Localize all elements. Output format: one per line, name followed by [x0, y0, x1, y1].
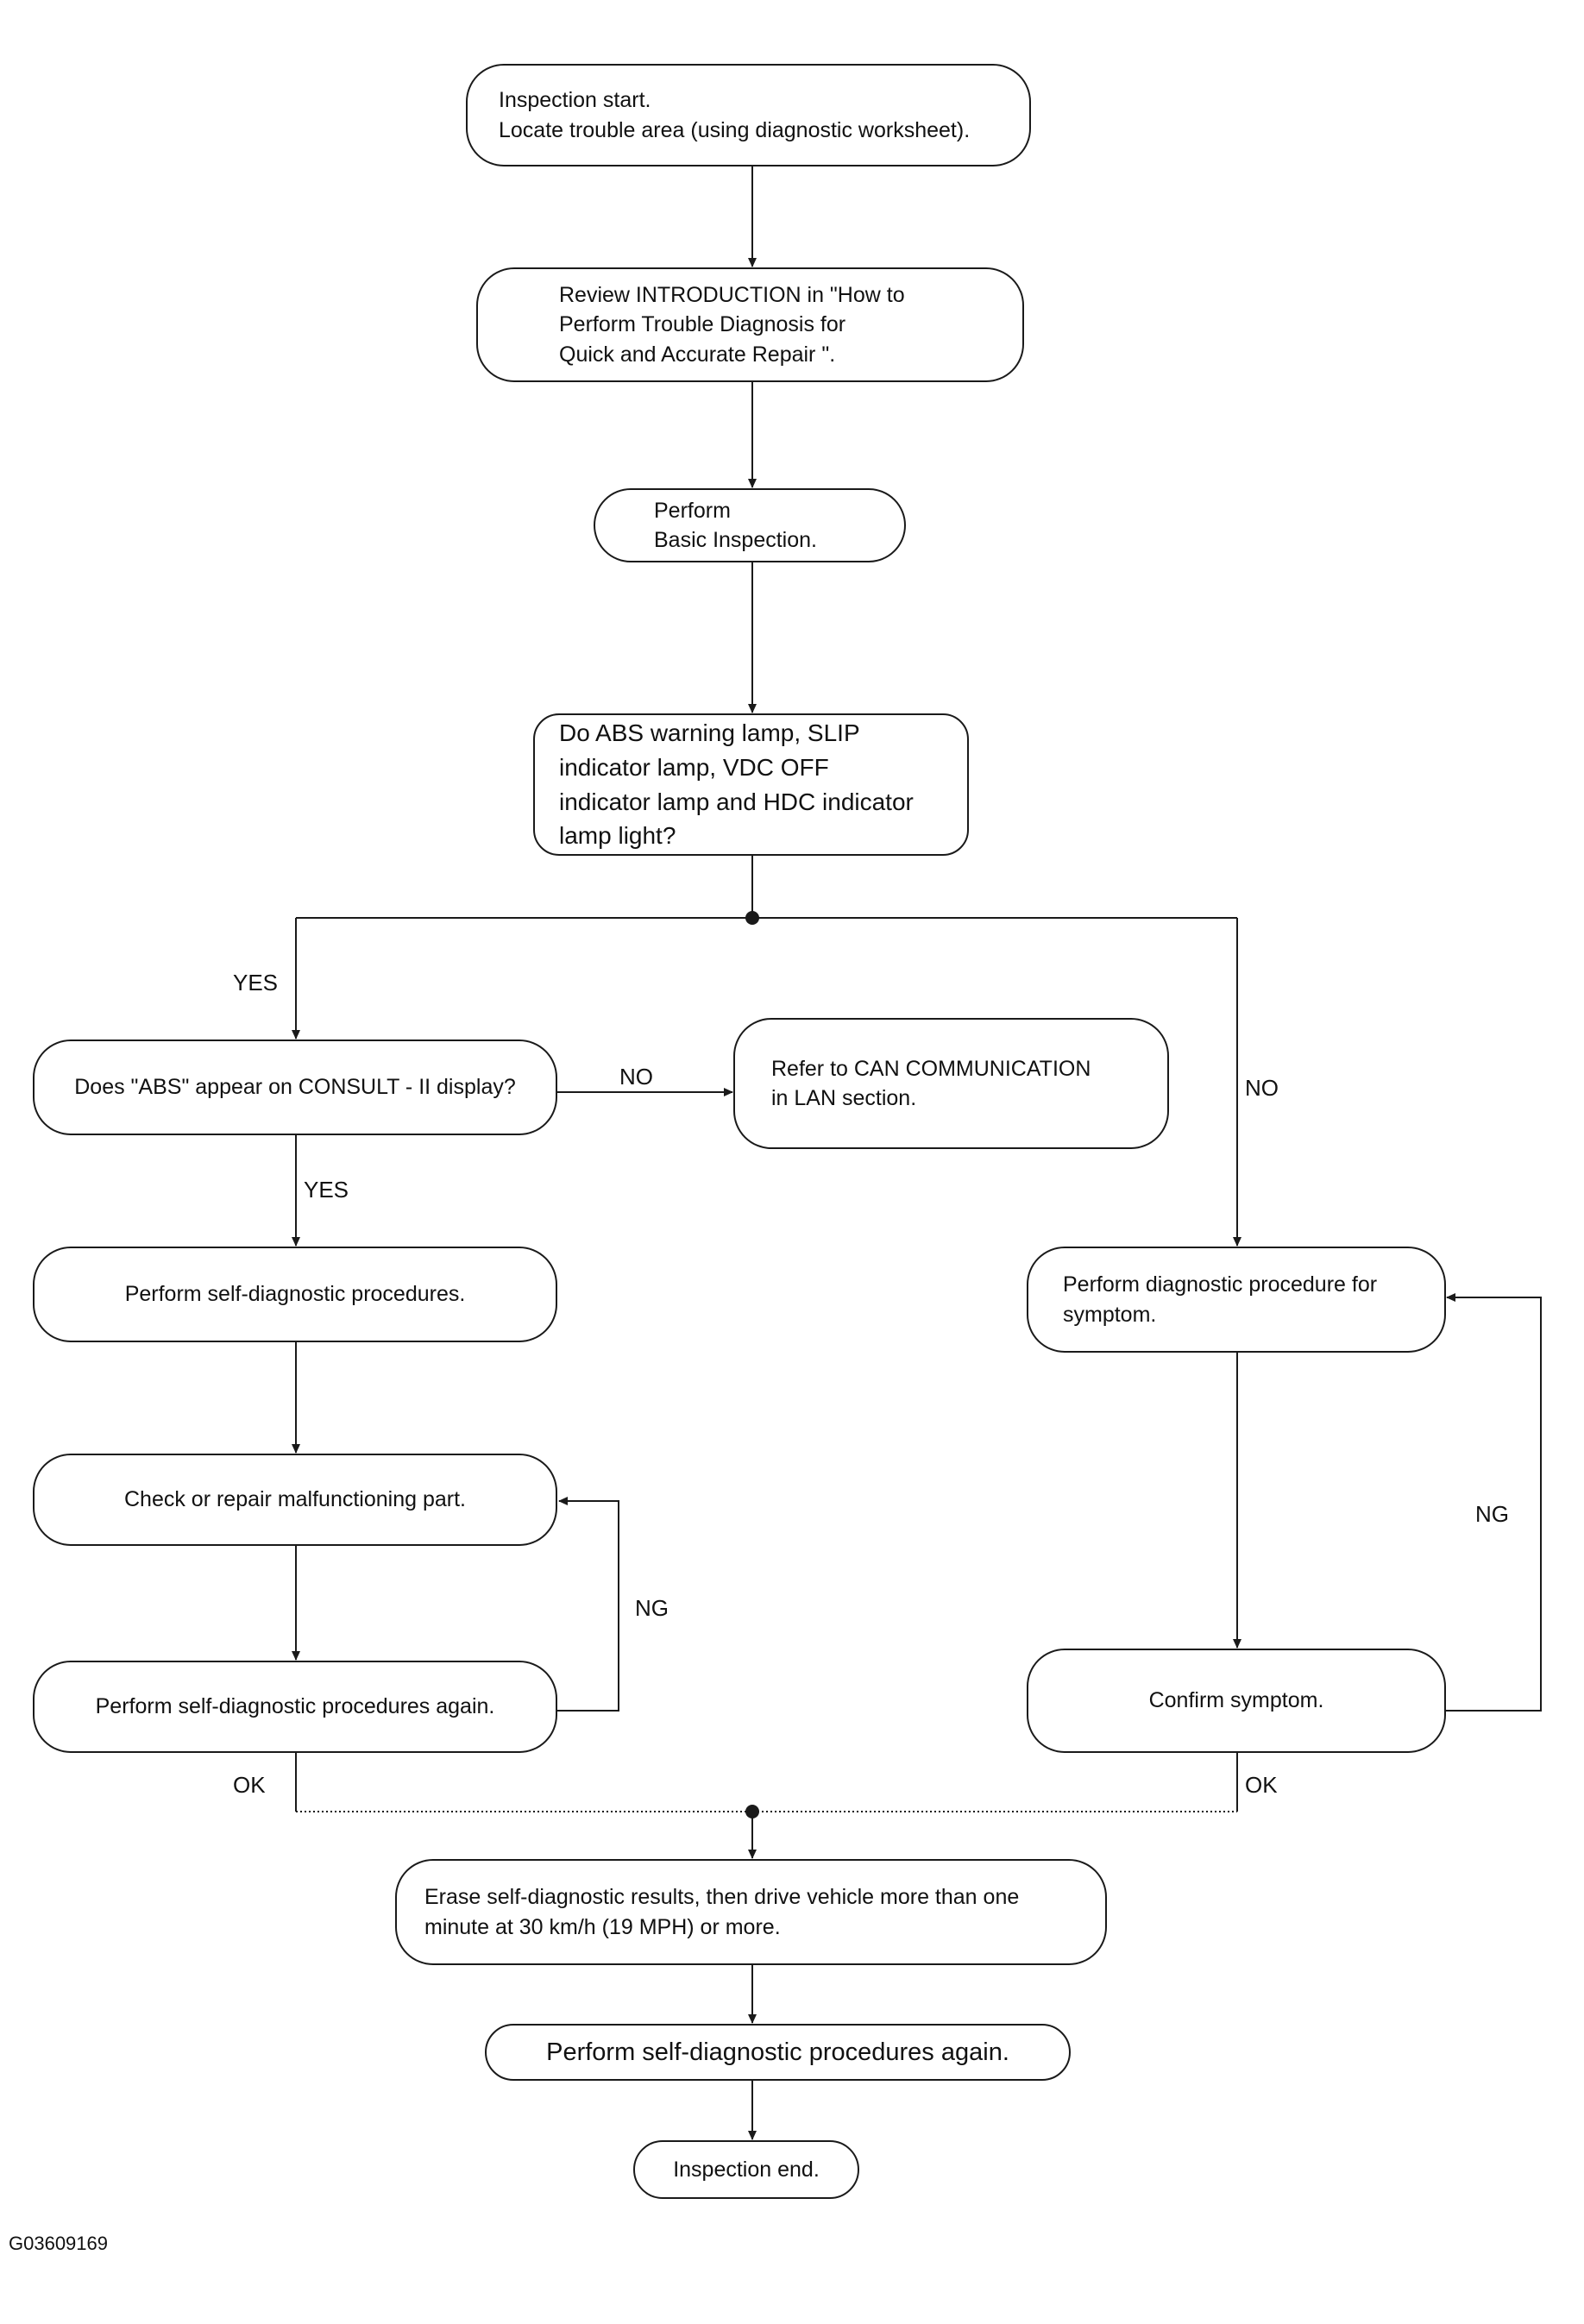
node-can-communication-refer-text: Refer to CAN COMMUNICATION in LAN sectio…	[771, 1056, 1091, 1111]
node-self-diagnostic-text: Perform self-diagnostic procedures.	[124, 1282, 466, 1307]
label-ng-right: NG	[1475, 1501, 1509, 1527]
node-self-diagnostic-again: Perform self-diagnostic procedures again…	[33, 1661, 557, 1753]
decision-abs-on-consult-text: Does "ABS" appear on CONSULT - II displa…	[74, 1075, 516, 1100]
label-no-consult: NO	[619, 1064, 653, 1090]
decision-abs-on-consult: Does "ABS" appear on CONSULT - II displa…	[33, 1040, 557, 1135]
label-ng-left: NG	[635, 1595, 669, 1621]
node-symptom-procedure: Perform diagnostic procedure for symptom…	[1027, 1247, 1446, 1353]
node-check-repair-text: Check or repair malfunctioning part.	[123, 1487, 467, 1512]
split-junction-dot	[745, 911, 759, 925]
node-symptom-procedure-text: Perform diagnostic procedure for symptom…	[1063, 1272, 1378, 1327]
ng-loop-left	[557, 1497, 619, 1712]
node-review-introduction: Review INTRODUCTION in "How to Perform T…	[476, 267, 1024, 382]
figure-id: G03609169	[9, 2233, 108, 2254]
node-confirm-symptom: Confirm symptom.	[1027, 1649, 1446, 1753]
merge-junction-dot	[745, 1805, 759, 1818]
node-basic-inspection-text: Perform Basic Inspection.	[654, 498, 817, 553]
label-yes-consult: YES	[304, 1177, 349, 1203]
node-erase-results-text: Erase self-diagnostic results, then driv…	[424, 1885, 1020, 1939]
node-final-self-diagnostic-text: Perform self-diagnostic procedures again…	[546, 2038, 1009, 2066]
label-yes-lamps: YES	[233, 970, 279, 996]
node-confirm-symptom-text: Confirm symptom.	[1148, 1688, 1324, 1713]
node-inspection-end-text: Inspection end.	[673, 2157, 820, 2182]
node-inspection-start-text: Inspection start. Locate trouble area (u…	[499, 88, 971, 142]
label-ok-left: OK	[233, 1772, 266, 1798]
node-inspection-start: Inspection start. Locate trouble area (u…	[466, 64, 1031, 166]
node-final-self-diagnostic: Perform self-diagnostic procedures again…	[485, 2024, 1071, 2081]
node-inspection-end: Inspection end.	[633, 2140, 859, 2199]
node-review-introduction-text: Review INTRODUCTION in "How to Perform T…	[559, 282, 905, 367]
node-self-diagnostic-again-text: Perform self-diagnostic procedures again…	[95, 1694, 495, 1719]
node-erase-results: Erase self-diagnostic results, then driv…	[395, 1859, 1107, 1965]
decision-lamps-light: Do ABS warning lamp, SLIP indicator lamp…	[533, 713, 969, 856]
node-self-diagnostic: Perform self-diagnostic procedures.	[33, 1247, 557, 1342]
label-ok-right: OK	[1245, 1772, 1278, 1798]
node-basic-inspection: Perform Basic Inspection.	[594, 488, 906, 562]
decision-lamps-light-text: Do ABS warning lamp, SLIP indicator lamp…	[559, 719, 914, 850]
ng-loop-right	[1446, 1293, 1542, 1712]
node-can-communication-refer: Refer to CAN COMMUNICATION in LAN sectio…	[733, 1018, 1169, 1149]
label-no-lamps: NO	[1245, 1075, 1279, 1101]
node-check-repair: Check or repair malfunctioning part.	[33, 1454, 557, 1546]
